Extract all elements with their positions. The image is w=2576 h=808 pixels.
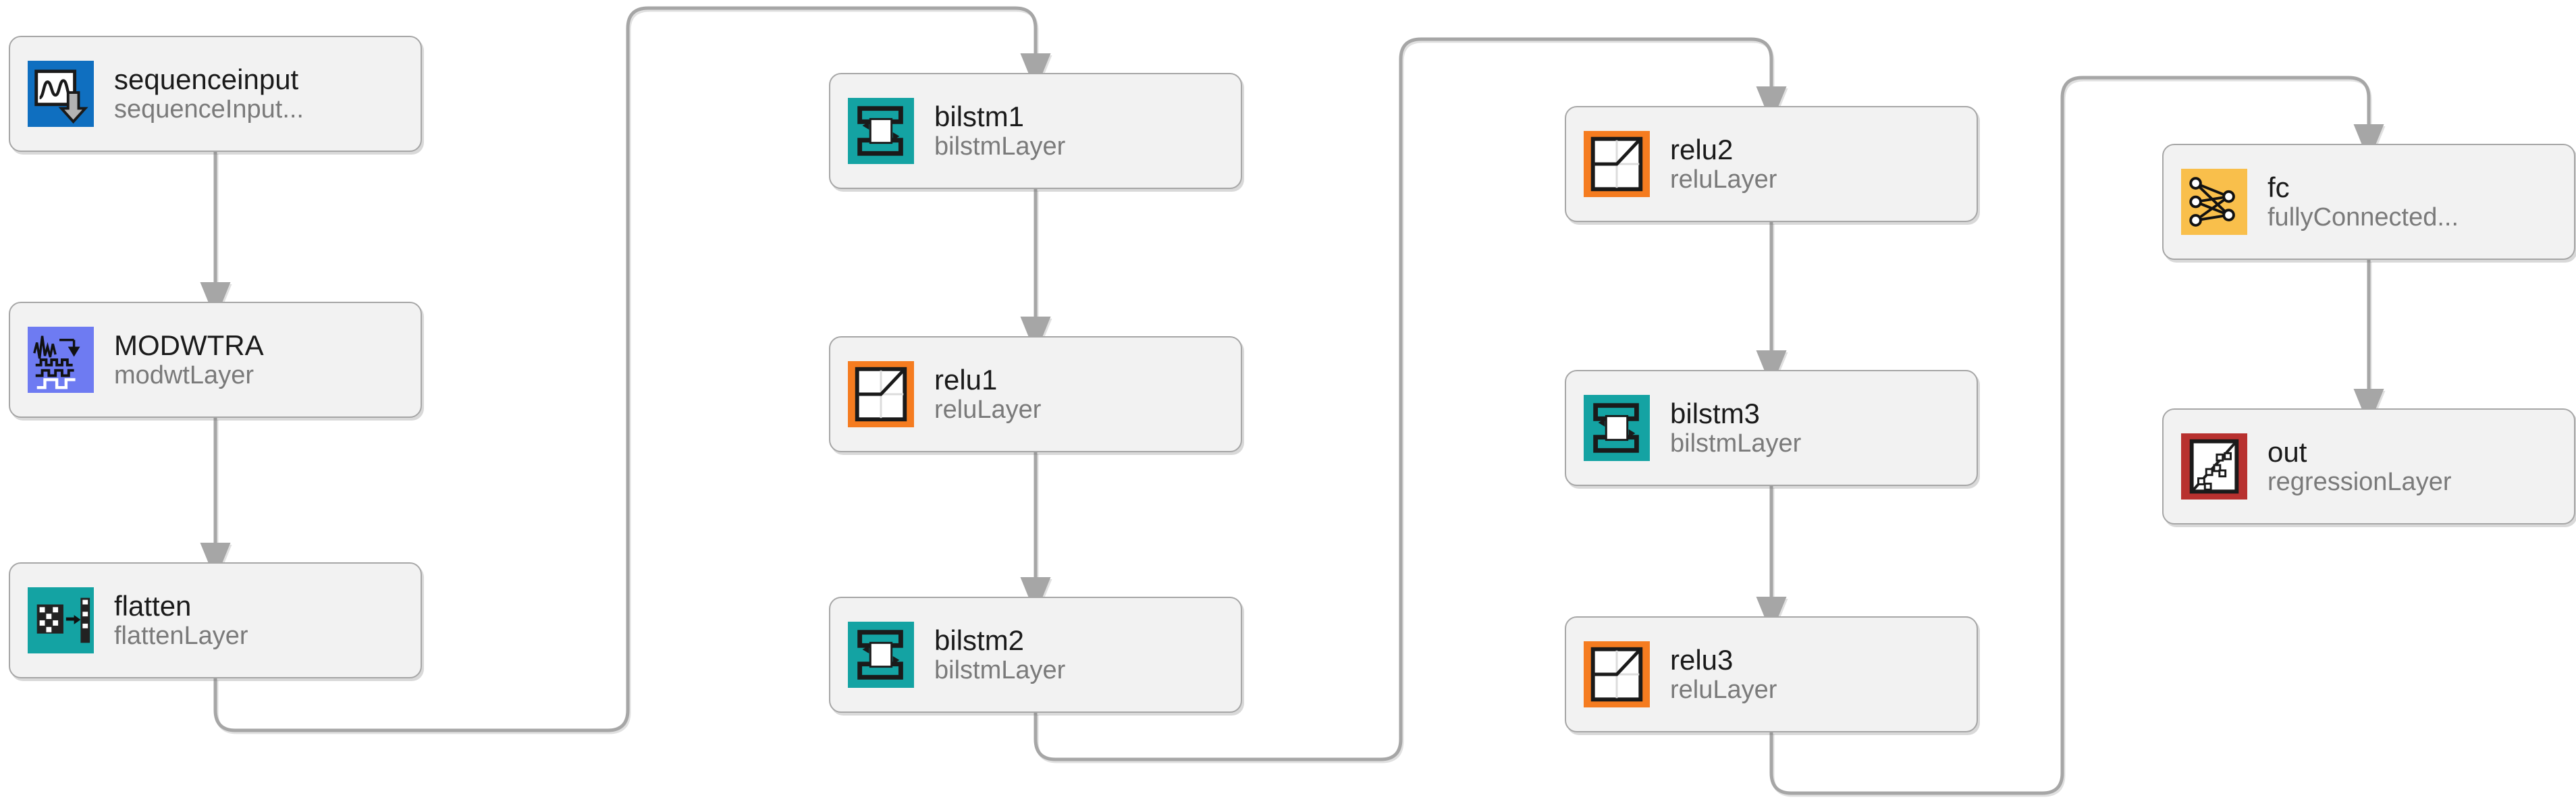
layer-name: sequenceinput <box>114 63 299 96</box>
layer-node-text: relu2 reluLayer <box>1670 134 1777 194</box>
bilstm-icon <box>848 98 914 164</box>
layer-name: relu1 <box>934 364 998 396</box>
bilstm-icon <box>848 622 914 688</box>
flatten-icon <box>28 587 94 653</box>
layer-node-bilstm3[interactable]: bilstm3 bilstmLayer <box>1565 370 1978 486</box>
layer-type: regressionLayer <box>2268 468 2452 497</box>
relu-icon <box>1584 131 1650 197</box>
layer-type: reluLayer <box>1670 165 1777 194</box>
fully-connected-icon <box>2181 169 2247 235</box>
layer-node-text: fc fullyConnected... <box>2268 171 2459 232</box>
layer-node-text: bilstm1 bilstmLayer <box>934 101 1065 161</box>
layer-type: modwtLayer <box>114 361 254 390</box>
layer-node-sequenceinput[interactable]: sequenceinput sequenceInput... <box>9 36 422 152</box>
layer-name: bilstm2 <box>934 624 1025 657</box>
layer-name: fc <box>2268 171 2290 204</box>
layer-type: reluLayer <box>934 396 1042 425</box>
relu-icon <box>1584 641 1650 707</box>
layer-name: MODWTRA <box>114 329 264 362</box>
layer-node-modwtra[interactable]: MODWTRA modwtLayer <box>9 302 422 418</box>
layer-node-out[interactable]: out regressionLayer <box>2162 408 2575 524</box>
layer-node-bilstm2[interactable]: bilstm2 bilstmLayer <box>829 597 1242 713</box>
layer-type: reluLayer <box>1670 676 1777 705</box>
regression-icon <box>2181 433 2247 500</box>
layer-node-relu1[interactable]: relu1 reluLayer <box>829 336 1242 452</box>
layer-node-relu2[interactable]: relu2 reluLayer <box>1565 106 1978 222</box>
layer-type: bilstmLayer <box>934 656 1066 685</box>
layer-name: bilstm3 <box>1670 398 1761 430</box>
layer-type: bilstmLayer <box>1670 429 1802 458</box>
layer-name: flatten <box>114 590 192 622</box>
relu-icon <box>848 361 914 427</box>
layer-node-bilstm1[interactable]: bilstm1 bilstmLayer <box>829 73 1242 189</box>
sequence-input-icon <box>28 61 94 127</box>
layer-type: bilstmLayer <box>934 132 1066 161</box>
layer-node-text: relu3 reluLayer <box>1670 644 1777 705</box>
layer-node-text: sequenceinput sequenceInput... <box>114 63 304 124</box>
layer-node-text: bilstm2 bilstmLayer <box>934 624 1065 685</box>
layer-name: relu2 <box>1670 134 1734 166</box>
layer-node-text: flatten flattenLayer <box>114 590 248 651</box>
layer-node-relu3[interactable]: relu3 reluLayer <box>1565 616 1978 732</box>
layer-node-text: out regressionLayer <box>2268 436 2451 497</box>
bilstm-icon <box>1584 395 1650 461</box>
modwt-icon <box>28 327 94 393</box>
layer-type: flattenLayer <box>114 622 248 651</box>
layer-name: out <box>2268 436 2307 468</box>
layer-node-text: bilstm3 bilstmLayer <box>1670 398 1801 458</box>
layer-name: bilstm1 <box>934 101 1025 133</box>
layer-type: fullyConnected... <box>2268 203 2459 232</box>
layer-type: sequenceInput... <box>114 95 304 124</box>
layer-node-fc[interactable]: fc fullyConnected... <box>2162 144 2575 260</box>
layer-node-text: MODWTRA modwtLayer <box>114 329 264 390</box>
layer-node-text: relu1 reluLayer <box>934 364 1041 425</box>
layer-name: relu3 <box>1670 644 1734 676</box>
layer-node-flatten[interactable]: flatten flattenLayer <box>9 562 422 678</box>
